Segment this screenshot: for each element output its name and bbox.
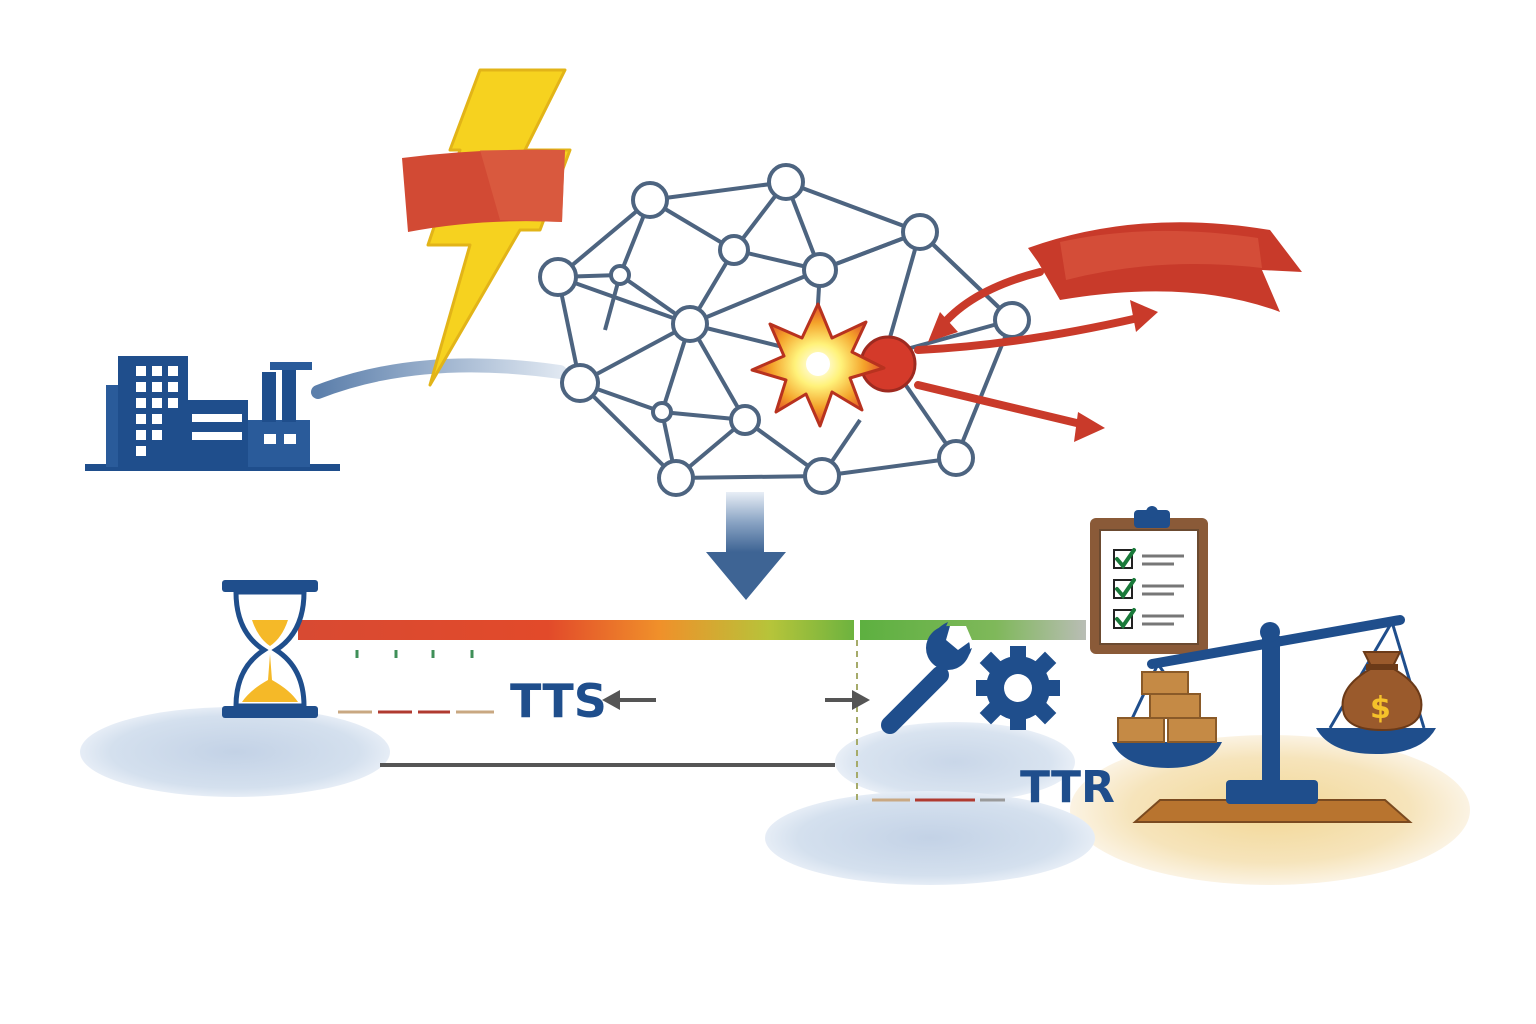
ttr-right-arrow — [825, 690, 870, 710]
factory-icon — [85, 356, 340, 471]
ttr-label: TTR — [1020, 762, 1115, 813]
timeline-ticks — [355, 650, 474, 658]
red-ribbon-right — [1028, 222, 1302, 312]
tts-label: TTS — [510, 674, 607, 728]
tools-halo-upper — [835, 722, 1075, 802]
hourglass-icon — [222, 580, 318, 718]
wrench-icon — [881, 622, 972, 734]
money-bag-icon: $ — [1341, 651, 1423, 732]
timeline-bar-left — [298, 620, 854, 640]
tts-left-arrow — [602, 690, 656, 710]
checklist-clipboard-icon — [1090, 506, 1208, 654]
gear-icon — [976, 646, 1060, 730]
red-arrowheads — [928, 300, 1158, 442]
factory-connector — [311, 358, 567, 399]
red-ribbon-left — [402, 149, 565, 232]
money-symbol: $ — [1370, 691, 1391, 726]
down-arrow — [706, 492, 786, 600]
hourglass-halo — [80, 707, 390, 797]
timeline-bar-right — [860, 620, 1086, 640]
tools-halo-lower — [765, 791, 1095, 885]
red-arrows — [914, 268, 1142, 429]
lightning-bolt-icon — [426, 68, 572, 387]
balance-scale-icon — [1112, 615, 1436, 823]
explosion-icon — [750, 302, 917, 428]
